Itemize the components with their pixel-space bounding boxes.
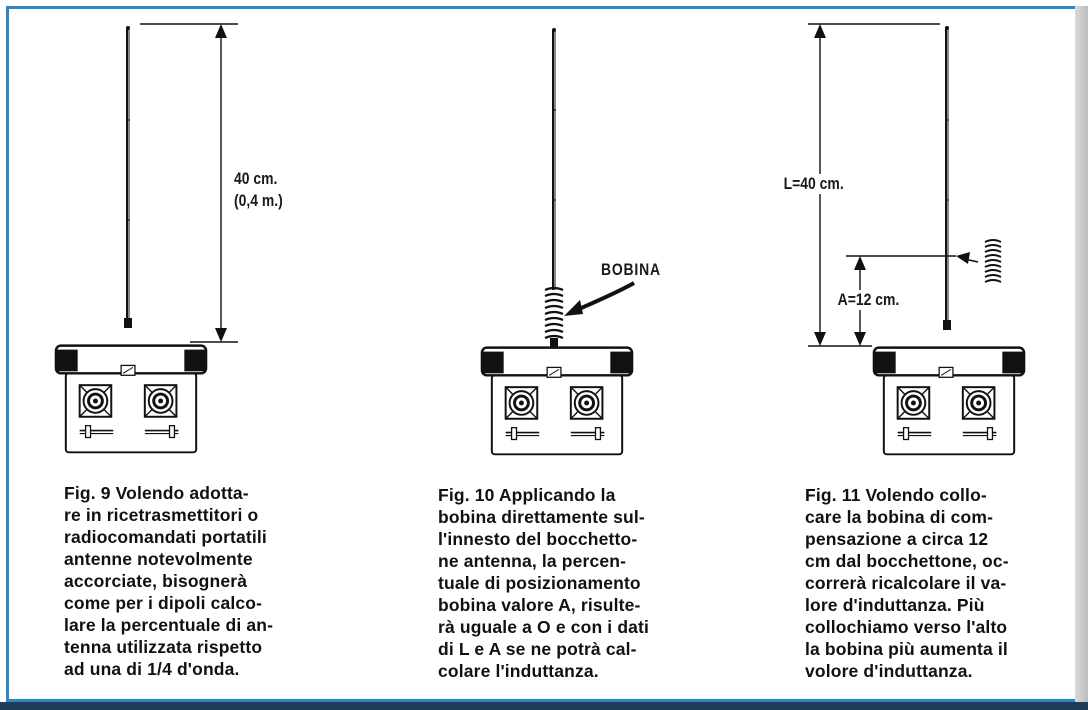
fig11-caption: Fig. 11 Volendo collo- care la bobina di… <box>805 485 1009 681</box>
fig10-coil-label: BOBINA <box>601 260 661 279</box>
fig10-caption: Fig. 10 Applicando la bobina direttament… <box>438 485 650 681</box>
fig11-drawing <box>808 23 1026 456</box>
fig10-coil <box>544 286 564 340</box>
fig9-measure-label: 40 cm. (0,4 m.) <box>234 169 283 210</box>
fig11-position-label: A=12 cm. <box>836 290 901 310</box>
fig9-drawing <box>54 23 238 454</box>
page-edge <box>1075 6 1088 702</box>
fig10-transmitter <box>480 346 634 456</box>
fig11-length-label: L=40 cm. <box>782 174 846 194</box>
fig11-transmitter <box>872 346 1026 456</box>
page-bottom-edge <box>0 702 1088 710</box>
fig9-caption: Fig. 9 Volendo adotta- re in ricetrasmet… <box>64 483 274 679</box>
fig10-drawing <box>480 28 635 456</box>
fig11-coil <box>984 239 1002 283</box>
fig9-transmitter <box>54 344 208 454</box>
